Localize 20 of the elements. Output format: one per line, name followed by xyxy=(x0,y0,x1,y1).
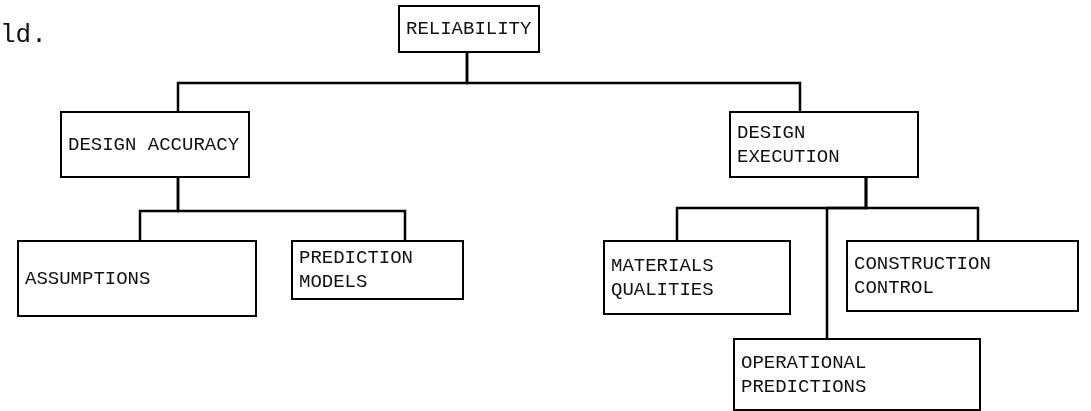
concept-box xyxy=(17,240,257,317)
node-label: RELIABILITY xyxy=(406,17,532,41)
concept-box xyxy=(733,338,981,411)
node-label: MATERIALS QUALITIES xyxy=(611,253,715,302)
concept-box xyxy=(846,240,1079,312)
concept-box xyxy=(398,5,540,53)
concept-box xyxy=(603,240,791,315)
connector-line xyxy=(176,178,407,240)
node-label: PREDICTION MODELS xyxy=(299,246,415,294)
concept-box xyxy=(60,111,250,178)
concept-box xyxy=(291,240,464,300)
node-label: OPERATIONAL PREDICTIONS xyxy=(741,350,868,399)
node-label: DESIGN EXECUTION xyxy=(737,120,841,169)
text-fragment: ld. xyxy=(0,20,47,50)
node-label: CONSTRUCTION CONTROL xyxy=(854,252,992,300)
node-label: DESIGN ACCURACY xyxy=(68,132,240,157)
connector-line xyxy=(825,178,868,338)
node-label: ASSUMPTIONS xyxy=(25,266,151,291)
concept-box xyxy=(729,111,919,178)
connector-line xyxy=(465,53,802,111)
